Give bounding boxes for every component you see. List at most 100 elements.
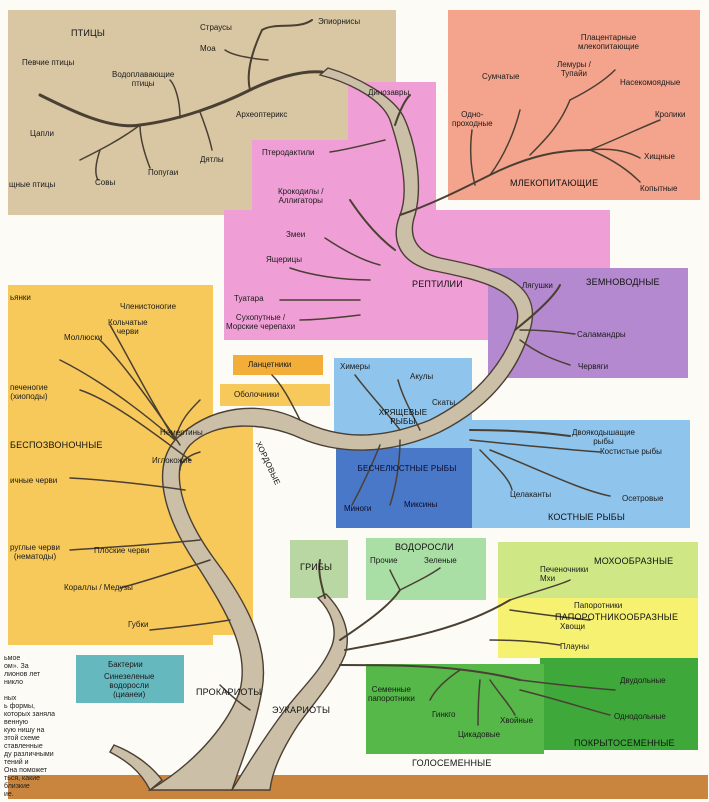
label-ferns: Папоротники — [574, 601, 623, 610]
gymnosperms-zone — [366, 664, 544, 754]
group-ferns: ПАПОРОТНИКООБРАЗНЫЕ — [555, 612, 679, 622]
label-sturgeons: Осетровые — [622, 494, 664, 503]
label-clubmosses: Плауны — [560, 642, 589, 651]
label-corals: Кораллы / Медузы — [64, 583, 133, 592]
label-lizards: Ящерицы — [266, 255, 302, 264]
tunicates-zone — [220, 384, 330, 406]
label-hagfish: Миксины — [404, 500, 438, 509]
label-horsetails: Хвощи — [560, 622, 585, 631]
angiosperms-zone — [540, 658, 698, 750]
side-note-line: близкие — [4, 783, 30, 790]
label-woodpeckers: Дятлы — [200, 155, 224, 164]
group-cartilaginous-fish: ХРЯЩЕВЫЕ РЫБЫ — [378, 408, 428, 426]
label-arthropods: Членистоногие — [120, 302, 177, 311]
side-note-line: никло — [4, 679, 23, 686]
label-marsupials: Сумчатые — [482, 72, 520, 81]
side-note-line: тений и — [4, 759, 29, 766]
group-jawless-fish: БЕСЧЕЛЮСТНЫЕ РЫБЫ — [357, 464, 457, 473]
side-note-line: ставленные — [4, 743, 43, 750]
label-rays: Скаты — [432, 398, 456, 407]
label-lancelets: Ланцетники — [248, 360, 292, 369]
ferns-zone — [498, 598, 698, 658]
label-archaeopteryx: Археоптерикс — [236, 110, 288, 119]
mosses-zone — [498, 542, 698, 598]
label-sponges: Губки — [128, 620, 149, 629]
side-note-line — [4, 687, 62, 695]
label-monotremes: Одно-проходные — [452, 110, 493, 128]
prokaryotes-zone — [76, 655, 184, 703]
group-algae: ВОДОРОСЛИ — [395, 542, 454, 552]
label-molluscs: Моллюски — [64, 333, 103, 342]
group-prokaryotes: ПРОКАРИОТЫ — [196, 687, 262, 697]
label-bacteria: Бактерии — [108, 660, 143, 669]
label-mosses: Мхи — [540, 574, 556, 583]
group-invertebrates: БЕСПОЗВОНОЧНЫЕ — [10, 440, 103, 450]
side-note-line: ных — [4, 695, 17, 702]
side-note-line: ие. — [4, 791, 14, 798]
label-herons: Цапли — [30, 129, 55, 138]
side-note-line: ду различными — [4, 751, 54, 758]
group-mosses: МОХООБРАЗНЫЕ — [594, 556, 674, 566]
mammals-zone — [448, 10, 700, 200]
group-eukaryotes: ЭУКАРИОТЫ — [272, 705, 331, 715]
label-caecilians: Червяги — [578, 362, 609, 371]
label-owls: Совы — [95, 178, 116, 187]
label-brachiopods: печеногие(хиоподы) — [10, 383, 48, 401]
label-liverworts: Печеночники — [540, 565, 589, 574]
label-rabbits: Кролики — [655, 110, 686, 119]
side-note-line: ьмое — [4, 655, 21, 662]
label-nemerteans: Немертины — [160, 428, 203, 437]
group-angiosperms: ПОКРЫТОСЕМЕННЫЕ — [574, 738, 675, 748]
label-ginkgo: Гинкго — [432, 710, 456, 719]
label-chimaeras: Химеры — [340, 362, 370, 371]
label-coelacanths: Целаканты — [510, 490, 552, 499]
lancelets-zone — [233, 355, 323, 375]
label-snakes: Змеи — [286, 230, 306, 239]
label-other-algae: Прочие — [370, 556, 398, 565]
label-ostriches: Страусы — [200, 23, 232, 32]
group-mammals: МЛЕКОПИТАЮЩИЕ — [510, 178, 599, 188]
label-moa: Моа — [200, 44, 216, 53]
label-dinosaurs: Динозавры — [368, 88, 410, 97]
side-note-line: ом». За — [4, 663, 29, 670]
side-note-line: кую нишу на — [4, 727, 45, 734]
label-conifers: Хвойные — [500, 716, 534, 725]
group-birds: ПТИЦЫ — [71, 28, 106, 38]
group-bony-fish: КОСТНЫЕ РЫБЫ — [548, 512, 626, 522]
label-bony-fish: Костистые рыбы — [600, 447, 662, 456]
side-note-line: лионов лет — [4, 671, 41, 678]
label-sharks: Акулы — [410, 372, 434, 381]
label-turtles: Сухопутные /Морские черепахи — [226, 313, 296, 331]
jawless-zone — [336, 448, 472, 528]
label-predatory-birds: щные птицы — [9, 180, 56, 189]
label-parrots: Попугаи — [148, 168, 179, 177]
label-green-algae: Зеленые — [424, 556, 457, 565]
bony-fish-zone — [472, 420, 690, 528]
label-sponges-top: ьянки — [10, 293, 31, 302]
side-note-line: этой схеме — [4, 735, 40, 742]
side-note-line: ться, какие — [4, 775, 41, 782]
side-note-line: которых заняла — [4, 711, 56, 718]
label-tuatara: Туатара — [234, 294, 264, 303]
label-epiornis: Эпиорнисы — [318, 17, 361, 26]
side-note-line: Она поможет — [4, 767, 48, 774]
group-gymnosperms: ГОЛОСЕМЕННЫЕ — [412, 758, 492, 768]
group-amphibians: ЗЕМНОВОДНЫЕ — [586, 277, 660, 287]
label-lampreys: Миноги — [344, 504, 372, 513]
side-note-line: венную — [4, 719, 29, 726]
label-cycads: Цикадовые — [458, 730, 501, 739]
algae-zone — [366, 538, 486, 600]
label-dicots: Двудольные — [620, 676, 666, 685]
side-note-line: ь формы, — [4, 703, 35, 710]
group-reptiles: РЕПТИЛИИ — [412, 279, 463, 289]
label-lemurs: Лемуры /Тупайи — [557, 60, 591, 78]
